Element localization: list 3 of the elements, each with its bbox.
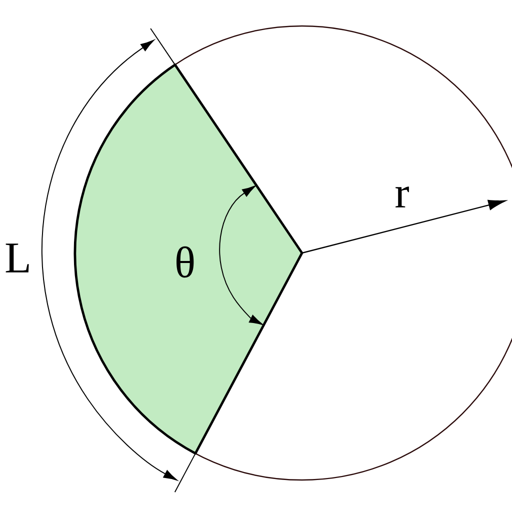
radius-label: r (396, 186, 409, 208)
arc-length-label: L (6, 244, 29, 272)
angle-label: θ (176, 246, 194, 278)
